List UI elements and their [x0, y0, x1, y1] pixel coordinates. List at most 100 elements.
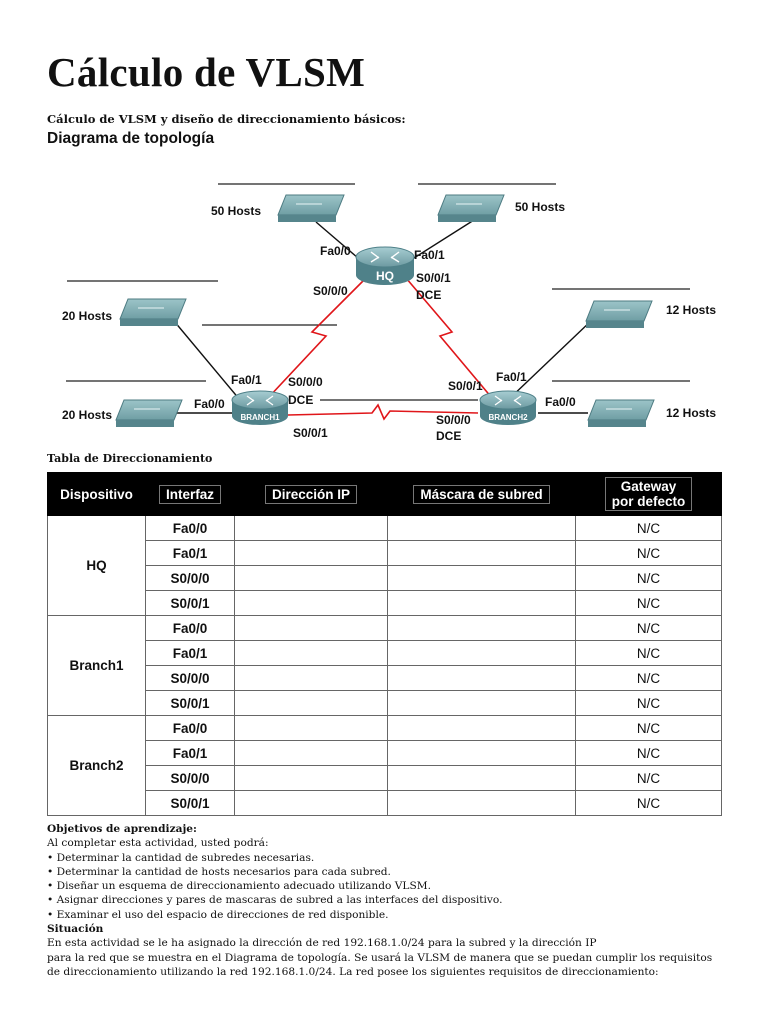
interface-label: Fa0/0 — [320, 244, 351, 258]
interface-cell: Fa0/1 — [145, 540, 235, 566]
header-interface: Interfaz — [145, 472, 235, 516]
switch-icon — [437, 194, 505, 222]
table-row: HQ Fa0/0 N/C — [47, 515, 722, 616]
device-cell: Branch1 — [47, 615, 146, 716]
diagram-title: Diagrama de topología — [47, 130, 215, 147]
page-title: Cálculo de VLSM — [47, 49, 366, 95]
header-mask: Máscara de subred — [387, 472, 576, 516]
situation-line: para la red que se muestra en el Diagram… — [47, 951, 713, 964]
device-cell: HQ — [47, 515, 146, 616]
mask-cell — [387, 590, 576, 616]
situation-line: de direccionamiento utilizando la red 19… — [47, 965, 659, 978]
interface-cell: S0/0/1 — [145, 590, 235, 616]
table-row: S0/0/1 N/C — [48, 590, 722, 616]
switch-icon — [277, 194, 345, 222]
interface-cell: Fa0/1 — [145, 740, 235, 766]
ip-cell — [234, 665, 388, 691]
interface-label: Fa0/1 — [231, 373, 262, 387]
table-row: S0/0/0 N/C — [48, 665, 722, 691]
interface-label: S0/0/1 — [293, 426, 328, 440]
interface-cell: S0/0/1 — [145, 690, 235, 716]
hosts-label: 20 Hosts — [62, 309, 112, 323]
mask-cell — [387, 640, 576, 666]
ip-cell — [234, 715, 388, 741]
ip-cell — [234, 790, 388, 816]
interface-label: S0/0/0 — [313, 284, 348, 298]
interface-label: S0/0/0 — [436, 413, 471, 427]
table-row: Fa0/1 N/C — [48, 640, 722, 666]
situation-heading: Situación — [47, 923, 104, 936]
gateway-cell: N/C — [575, 740, 722, 766]
switch-icon — [115, 399, 183, 427]
gateway-cell: N/C — [575, 615, 722, 641]
objective-item: • Determinar la cantidad de subredes nec… — [47, 851, 315, 864]
objective-item: • Diseñar un esquema de direccionamiento… — [47, 880, 431, 893]
gateway-cell: N/C — [575, 640, 722, 666]
interface-label: Fa0/0 — [194, 397, 225, 411]
gateway-cell: N/C — [575, 690, 722, 716]
dce-label: DCE — [288, 393, 313, 407]
interface-cell: S0/0/1 — [145, 790, 235, 816]
interface-label: Fa0/1 — [496, 370, 527, 384]
mask-cell — [387, 615, 576, 641]
branch2-router-label: BRANCH2 — [488, 413, 528, 422]
mask-cell — [387, 740, 576, 766]
hosts-label: 12 Hosts — [666, 406, 716, 420]
interface-cell: Fa0/0 — [145, 615, 235, 641]
objectives-intro: Al completar esta actividad, usted podrá… — [47, 837, 269, 850]
hosts-label: 50 Hosts — [515, 200, 565, 214]
interface-label: Fa0/0 — [545, 395, 576, 409]
hosts-label: 20 Hosts — [62, 408, 112, 422]
interface-label: Fa0/1 — [414, 248, 445, 262]
table-row: Fa0/1 N/C — [48, 740, 722, 766]
hq-router-label: HQ — [376, 269, 394, 283]
ip-cell — [234, 540, 388, 566]
ip-cell — [234, 765, 388, 791]
ip-cell — [234, 640, 388, 666]
table-title: Tabla de Direccionamiento — [47, 452, 213, 465]
interface-label: S0/0/1 — [416, 271, 451, 285]
router-icon-branch2: BRANCH2 — [479, 390, 537, 425]
mask-cell — [387, 665, 576, 691]
mask-cell — [387, 690, 576, 716]
table-row: S0/0/1 N/C — [48, 790, 722, 816]
mask-cell — [387, 715, 576, 741]
gateway-cell: N/C — [575, 540, 722, 566]
router-icon-branch1: BRANCH1 — [231, 390, 289, 425]
interface-cell: Fa0/1 — [145, 640, 235, 666]
interface-cell: Fa0/0 — [145, 715, 235, 741]
ip-cell — [234, 590, 388, 616]
gateway-cell: N/C — [575, 715, 722, 741]
gateway-cell: N/C — [575, 790, 722, 816]
hosts-label: 50 Hosts — [211, 204, 261, 218]
situation-line: En esta actividad se le ha asignado la d… — [47, 937, 597, 950]
switch-icon — [585, 300, 653, 328]
ip-cell — [234, 565, 388, 591]
mask-cell — [387, 565, 576, 591]
gateway-cell: N/C — [575, 565, 722, 591]
hosts-label: 12 Hosts — [666, 303, 716, 317]
interface-cell: S0/0/0 — [145, 565, 235, 591]
device-cell: Branch2 — [47, 715, 146, 816]
topology-diagram: HQ BRANCH1 BRANCH2 50 Hosts 50 Hosts 20 … — [62, 183, 716, 443]
mask-cell — [387, 765, 576, 791]
table-row: S0/0/0 N/C — [48, 765, 722, 791]
header-ip: Dirección IP — [234, 472, 388, 516]
addressing-table: Dispositivo Interfaz Dirección IP Máscar… — [47, 472, 722, 816]
switch-icon — [587, 399, 655, 427]
interface-cell: S0/0/0 — [145, 765, 235, 791]
table-row: S0/0/0 N/C — [48, 565, 722, 591]
dce-label: DCE — [416, 288, 441, 302]
dce-label: DCE — [436, 429, 461, 443]
interface-label: S0/0/0 — [288, 375, 323, 389]
mask-cell — [387, 790, 576, 816]
ip-cell — [234, 615, 388, 641]
interface-cell: Fa0/0 — [145, 515, 235, 541]
mask-cell — [387, 540, 576, 566]
table-row: Fa0/1 N/C — [48, 540, 722, 566]
header-device: Dispositivo — [47, 472, 146, 516]
gateway-cell: N/C — [575, 665, 722, 691]
table-row: S0/0/1 N/C — [48, 690, 722, 716]
switch-icon — [119, 298, 187, 326]
